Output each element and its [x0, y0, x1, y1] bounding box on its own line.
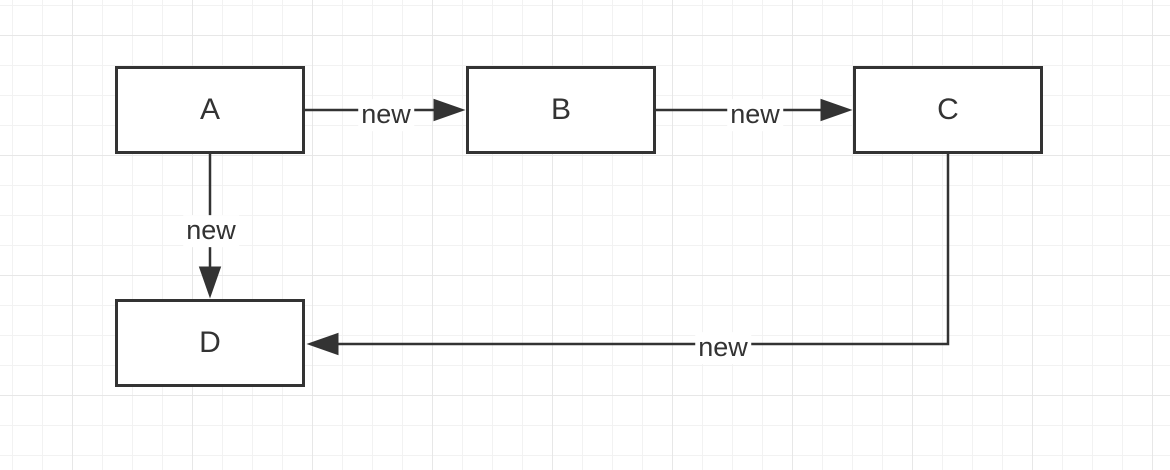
node-b-label: B — [550, 93, 571, 126]
arrowhead-c-to-d — [306, 332, 339, 356]
arrowhead-a-to-d — [198, 266, 222, 299]
edge-c-to-d[interactable] — [306, 153, 950, 356]
edge-label-a-to-b[interactable]: new — [358, 99, 414, 131]
arrowhead-a-to-b — [433, 98, 466, 122]
edge-label-c-to-d[interactable]: new — [695, 332, 751, 364]
node-a[interactable]: A — [115, 66, 305, 154]
node-c-label: C — [937, 93, 959, 126]
edge-a-to-d[interactable] — [198, 154, 222, 299]
arrowhead-b-to-c — [820, 98, 853, 122]
node-d[interactable]: D — [115, 299, 305, 387]
node-a-label: A — [199, 93, 220, 126]
node-d-label: D — [199, 326, 221, 359]
edge-label-a-to-d[interactable]: new — [183, 215, 239, 247]
node-b[interactable]: B — [466, 66, 656, 154]
edge-label-b-to-c[interactable]: new — [727, 99, 783, 131]
node-c[interactable]: C — [853, 66, 1043, 154]
